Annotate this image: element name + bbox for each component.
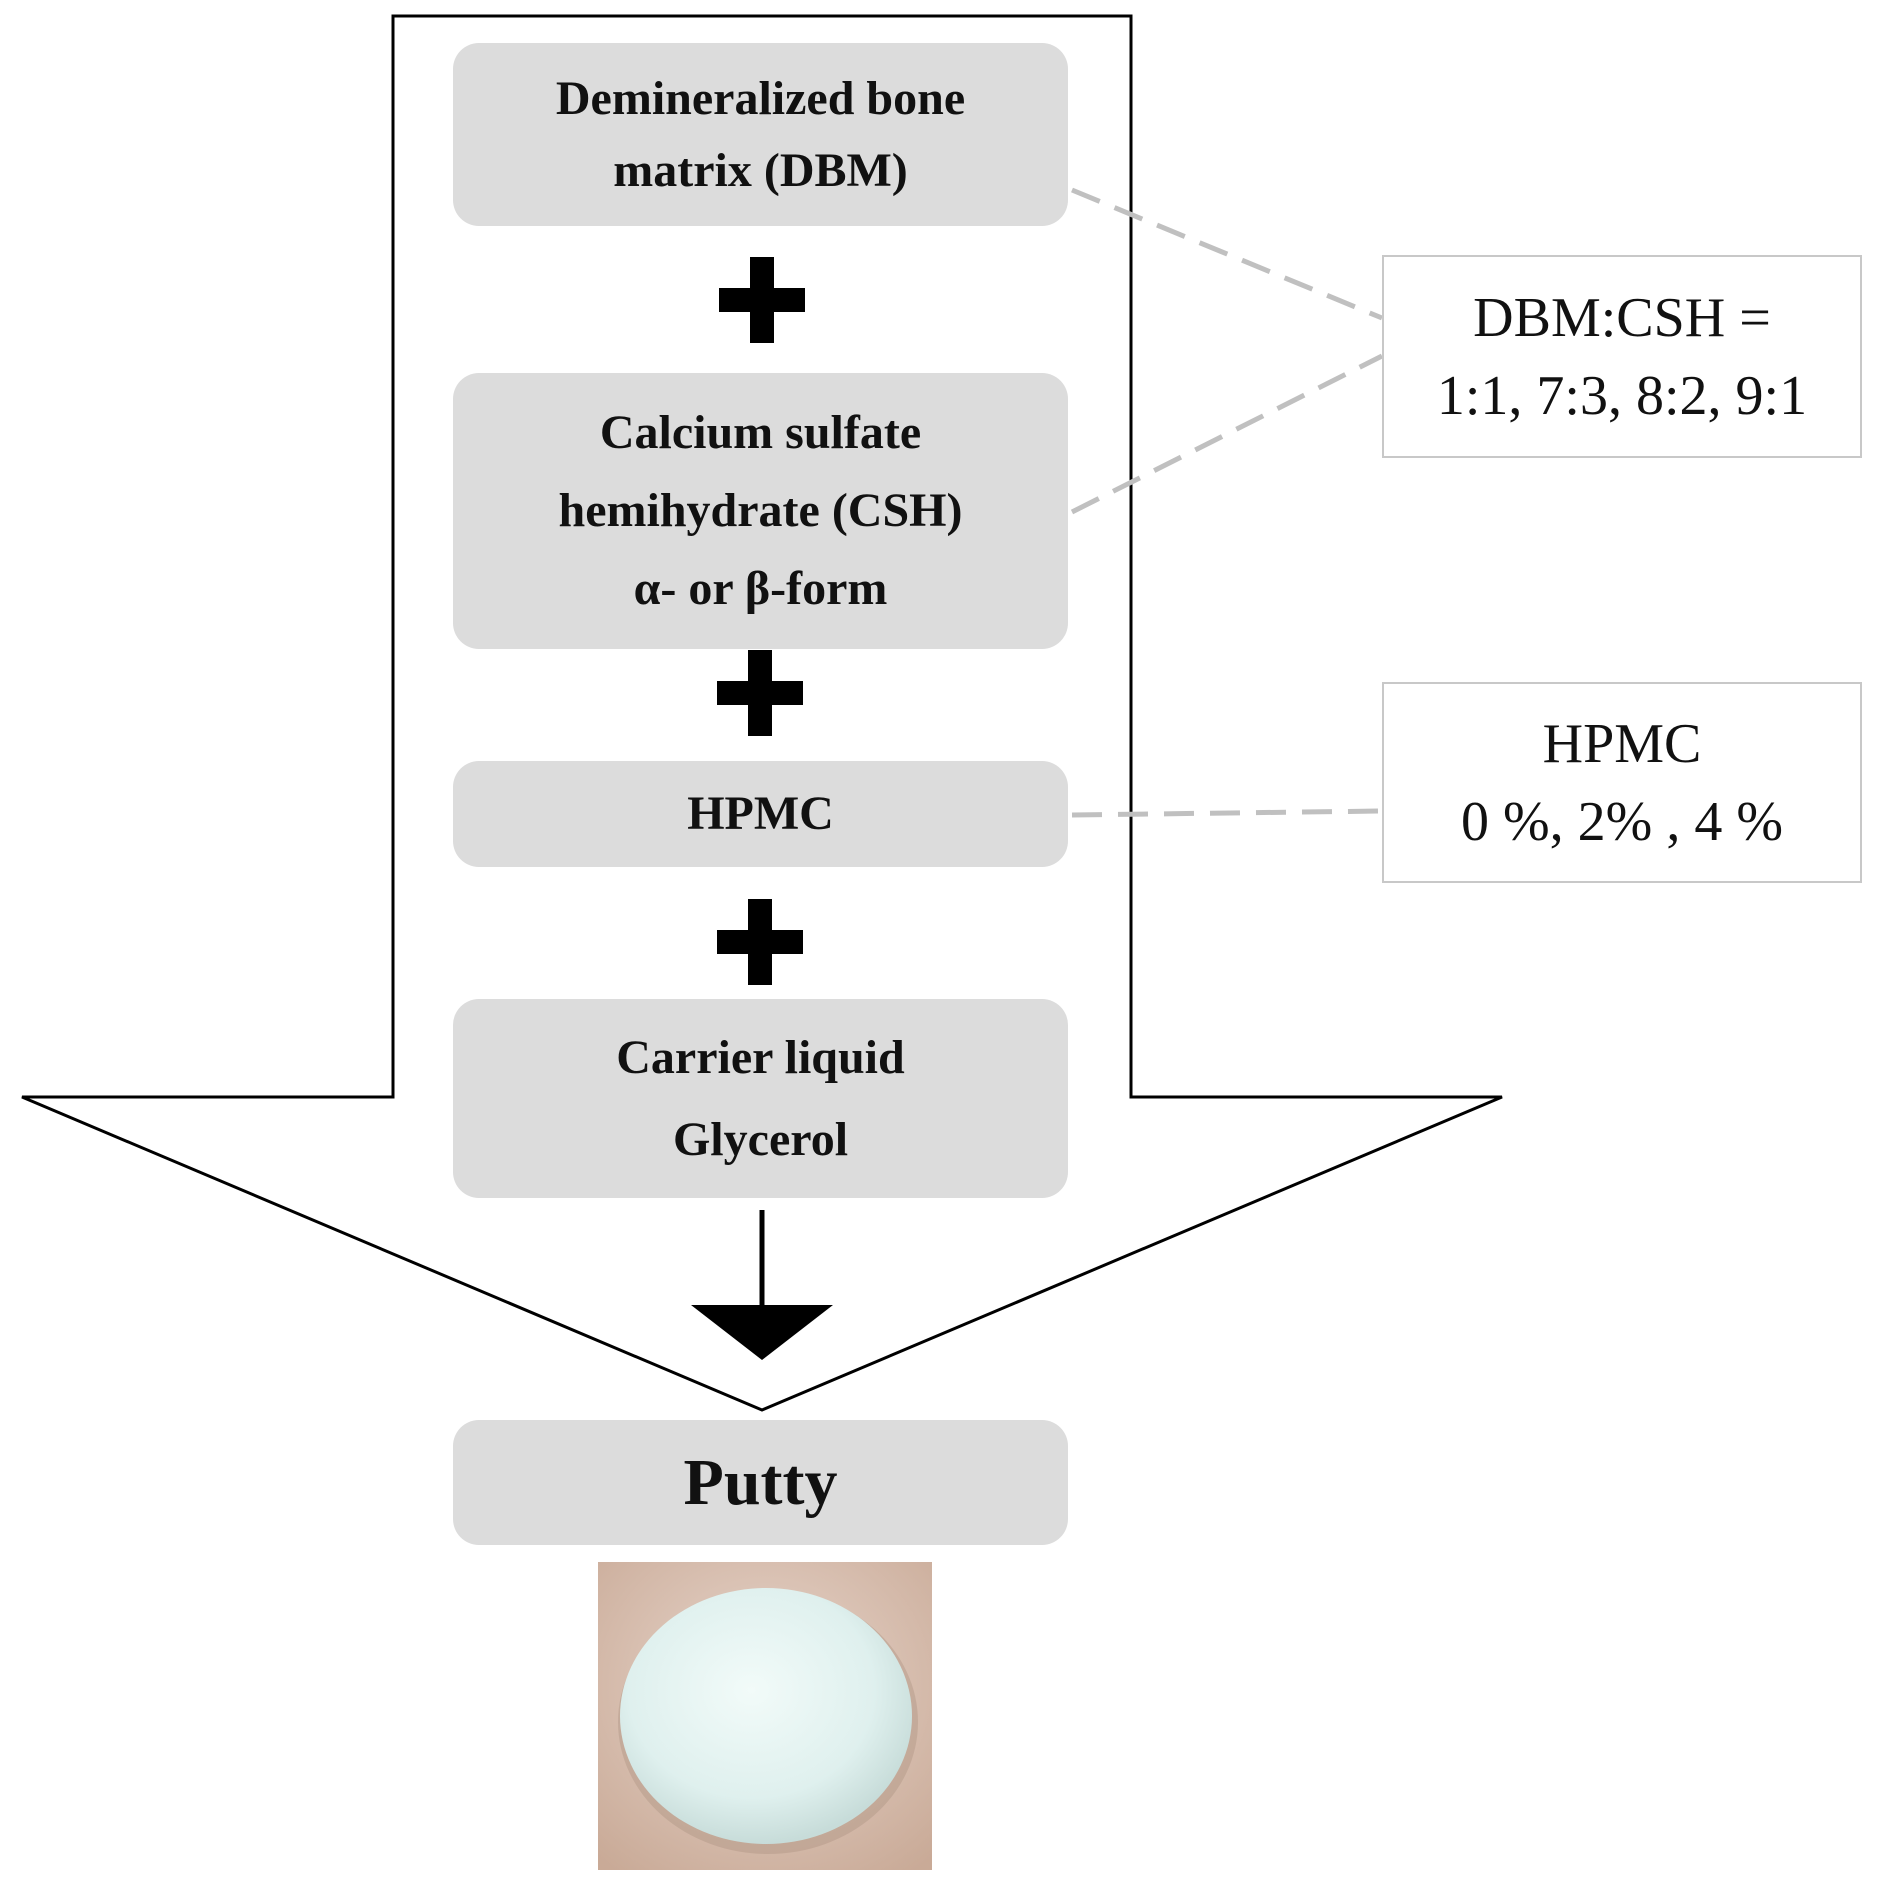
step-hpmc-line1: HPMC — [687, 787, 834, 840]
down-arrow-icon — [691, 1210, 833, 1360]
note-hpmc: HPMC 0 %, 2% , 4 % — [1382, 682, 1862, 883]
note-hpmc-line2: 0 %, 2% , 4 % — [1461, 790, 1783, 853]
putty-ball-photo — [598, 1562, 932, 1870]
step-carrier-line2: Glycerol — [672, 1112, 849, 1166]
note-ratio: DBM:CSH = 1:1, 7:3, 8:2, 9:1 — [1382, 255, 1862, 458]
step-result-putty: Putty — [453, 1420, 1068, 1545]
note-ratio-line2: 1:1, 7:3, 8:2, 9:1 — [1436, 364, 1808, 427]
step-csh-line1: Calcium sulfate — [599, 406, 922, 459]
step-result-label: Putty — [683, 1445, 838, 1519]
connector-dbm-to-ratio — [1071, 187, 1383, 321]
step-carrier-line1: Carrier liquid — [616, 1030, 905, 1084]
note-hpmc-line1: HPMC — [1542, 712, 1702, 775]
step-hpmc: HPMC — [453, 761, 1068, 867]
step-csh: Calcium sulfate hemihydrate (CSH) α- or … — [453, 373, 1068, 649]
step-dbm: Demineralized bone matrix (DBM) — [453, 43, 1068, 226]
step-dbm-line2: matrix (DBM) — [613, 143, 908, 197]
step-csh-line2: hemihydrate (CSH) — [558, 484, 963, 537]
plus-icon — [719, 257, 805, 343]
plus-icon — [717, 650, 803, 736]
note-ratio-line1: DBM:CSH = — [1473, 286, 1771, 349]
step-dbm-line1: Demineralized bone — [555, 71, 966, 125]
connector-csh-to-ratio — [1070, 353, 1384, 515]
plus-icon — [717, 899, 803, 985]
connector-hpmc-to-note — [1071, 808, 1383, 818]
step-carrier: Carrier liquid Glycerol — [453, 999, 1068, 1198]
step-csh-line3: α- or β-form — [633, 562, 888, 615]
